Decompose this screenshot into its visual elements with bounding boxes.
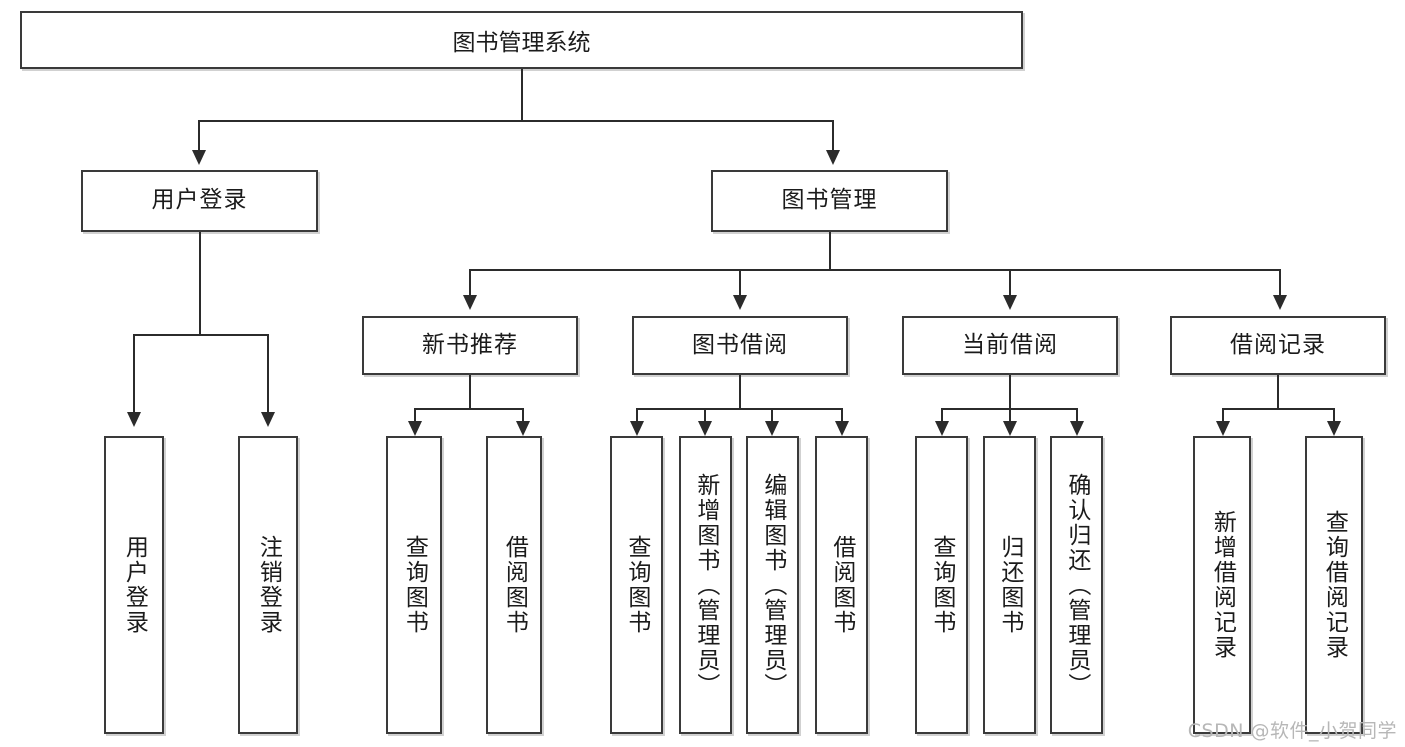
node-leaf-return-book[interactable]: 归还图书 [983, 436, 1036, 734]
arrow-br-to-leaf-2 [1327, 421, 1341, 436]
edge-bb-to-leaf-4 [841, 408, 843, 428]
arrow-root-to-user-login [192, 150, 206, 165]
node-borrow-record[interactable]: 借阅记录 [1170, 316, 1386, 375]
node-leaf-borrow-book-1[interactable]: 借阅图书 [486, 436, 542, 734]
arrow-root-to-book-manage [826, 150, 840, 165]
arrow-bb-to-leaf-3 [765, 421, 779, 436]
edge-user-login-to-leaf-1 [133, 334, 135, 416]
arrow-br-to-leaf-1 [1216, 421, 1230, 436]
edge-root-bus [198, 120, 834, 122]
edge-root-stem [521, 69, 523, 121]
node-leaf-user-login[interactable]: 用户登录 [104, 436, 164, 734]
edge-bb-to-leaf-2 [704, 408, 706, 428]
arrow-user-login-to-leaf-2 [261, 412, 275, 427]
node-book-manage[interactable]: 图书管理 [711, 170, 948, 232]
edge-br-to-leaf-1 [1222, 408, 1224, 428]
edge-new-book-to-leaf-1 [414, 408, 416, 428]
edge-book-borrow-stem [739, 375, 741, 409]
arrow-bb-to-leaf-4 [835, 421, 849, 436]
arrow-bb-to-leaf-1 [630, 421, 644, 436]
arrow-bm-to-borrow-record [1273, 295, 1287, 310]
node-root-system[interactable]: 图书管理系统 [20, 11, 1023, 69]
arrow-bm-to-new-book [463, 295, 477, 310]
edge-bb-to-leaf-3 [771, 408, 773, 428]
arrow-bm-to-current-borrow [1003, 295, 1017, 310]
node-user-login[interactable]: 用户登录 [81, 170, 318, 232]
arrow-bm-to-book-borrow [733, 295, 747, 310]
node-leaf-add-book[interactable]: 新增图书（管理员） [679, 436, 732, 734]
node-leaf-query-record[interactable]: 查询借阅记录 [1305, 436, 1363, 734]
edge-cb-to-leaf-2 [1009, 408, 1011, 428]
arrow-user-login-to-leaf-1 [127, 412, 141, 427]
edge-user-login-to-leaf-2 [267, 334, 269, 416]
edge-book-borrow-bus [636, 408, 843, 410]
edge-user-login-stem [199, 232, 201, 335]
edge-cb-to-leaf-1 [941, 408, 943, 428]
edge-borrow-record-bus [1222, 408, 1335, 410]
edge-book-manage-bus [469, 269, 1281, 271]
node-leaf-query-book-1[interactable]: 查询图书 [386, 436, 442, 734]
edge-bm-to-borrow-record [1279, 269, 1281, 299]
node-new-book-recommend[interactable]: 新书推荐 [362, 316, 578, 375]
arrow-new-book-to-leaf-1 [408, 421, 422, 436]
node-book-borrow[interactable]: 图书借阅 [632, 316, 848, 375]
edge-cb-to-leaf-3 [1076, 408, 1078, 428]
watermark-text: CSDN @软件_小贺同学 [1187, 720, 1397, 742]
edge-borrow-record-stem [1277, 375, 1279, 409]
edge-book-manage-stem [829, 232, 831, 270]
arrow-cb-to-leaf-1 [935, 421, 949, 436]
node-leaf-query-book-2[interactable]: 查询图书 [610, 436, 663, 734]
edge-new-book-to-leaf-2 [522, 408, 524, 428]
edge-new-book-stem [469, 375, 471, 409]
node-leaf-edit-book[interactable]: 编辑图书（管理员） [746, 436, 799, 734]
node-current-borrow[interactable]: 当前借阅 [902, 316, 1118, 375]
edge-current-borrow-stem [1009, 375, 1011, 409]
node-leaf-query-book-3[interactable]: 查询图书 [915, 436, 968, 734]
edge-bm-to-current-borrow [1009, 269, 1011, 299]
edge-user-login-bus [133, 334, 267, 336]
edge-bm-to-book-borrow [739, 269, 741, 299]
arrow-cb-to-leaf-3 [1070, 421, 1084, 436]
edge-new-book-bus [414, 408, 524, 410]
node-leaf-user-logout[interactable]: 注销登录 [238, 436, 298, 734]
edge-root-to-user-login [198, 120, 200, 154]
edge-bm-to-new-book [469, 269, 471, 299]
node-leaf-borrow-book-2[interactable]: 借阅图书 [815, 436, 868, 734]
arrow-cb-to-leaf-2 [1003, 421, 1017, 436]
arrow-new-book-to-leaf-2 [516, 421, 530, 436]
node-leaf-confirm-return[interactable]: 确认归还（管理员） [1050, 436, 1103, 734]
edge-root-to-book-manage [832, 120, 834, 154]
arrow-bb-to-leaf-2 [698, 421, 712, 436]
node-leaf-add-record[interactable]: 新增借阅记录 [1193, 436, 1251, 734]
edge-bb-to-leaf-1 [636, 408, 638, 428]
edge-br-to-leaf-2 [1333, 408, 1335, 428]
